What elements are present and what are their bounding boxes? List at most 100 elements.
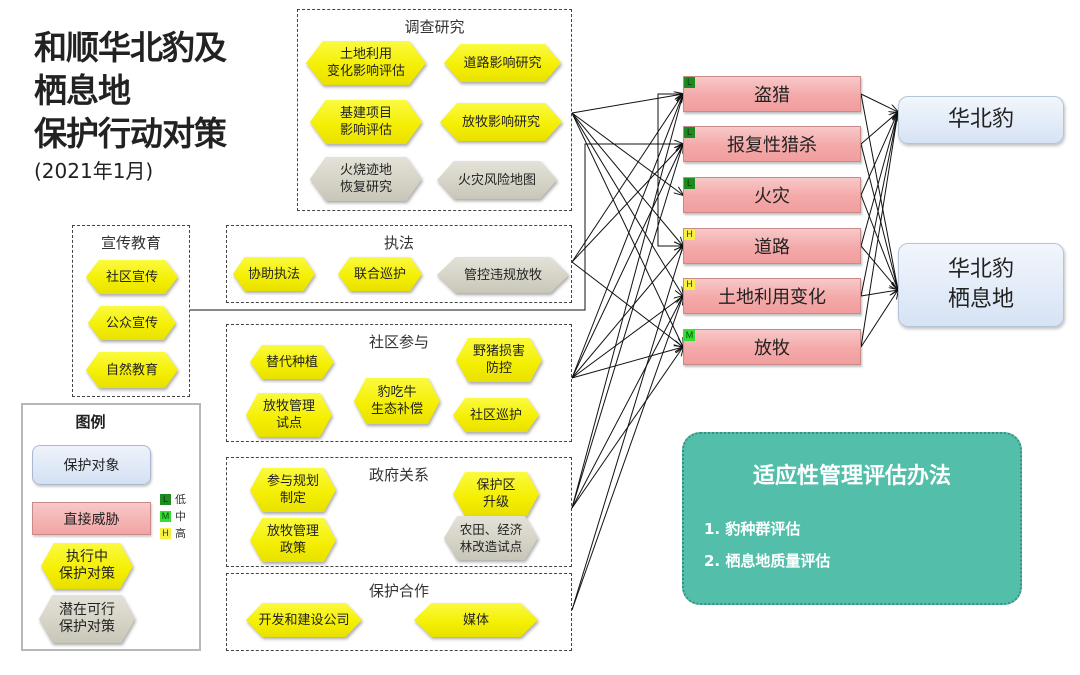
strategy-label: 基建项目 影响评估 (310, 100, 422, 144)
connector-community (571, 296, 683, 379)
connector-community (571, 94, 683, 379)
level-badge: M (160, 510, 171, 522)
strategy-label: 保护区 升级 (453, 472, 539, 516)
threat-label: 报复性猎杀 (727, 135, 817, 156)
legend-potential: 潜在可行 保护对策 (39, 595, 135, 643)
strategy-node[interactable]: 火烧迹地 恢复研究 (310, 157, 422, 201)
connector-threat-target (860, 93, 898, 290)
threat-node[interactable]: H 土地利用变化 (683, 278, 861, 314)
strategy-label: 管控违规放牧 (437, 257, 569, 293)
strategy-label: 豹吃牛 生态补偿 (354, 378, 440, 424)
strategy-label: 联合巡护 (338, 257, 422, 291)
strategy-label: 社区巡护 (453, 398, 539, 432)
level-badge: M (684, 330, 695, 341)
threat-label: 土地利用变化 (718, 287, 826, 308)
group-education: 宣传教育 (72, 225, 190, 397)
group-partnership: 保护合作 (226, 573, 572, 651)
strategy-node[interactable]: 管控违规放牧 (437, 257, 569, 293)
connector-research (571, 112, 683, 246)
strategy-node[interactable]: 开发和建设公司 (246, 603, 362, 637)
connector-research (571, 94, 683, 114)
title-line: 保护行动对策 (34, 114, 227, 153)
level-badge: L (684, 178, 695, 189)
connector-threat-target (860, 290, 898, 348)
connector-government (571, 94, 683, 509)
connector-enforcement (571, 144, 683, 263)
strategy-node[interactable]: 协助执法 (233, 257, 315, 291)
strategy-label: 自然教育 (86, 352, 178, 388)
connector-threat-target (860, 112, 898, 247)
connector-research (571, 112, 683, 296)
level-badge: H (684, 229, 695, 240)
connector-partnership (571, 246, 683, 611)
strategy-node[interactable]: 道路影响研究 (444, 44, 561, 82)
group-research: 调查研究 (297, 9, 572, 211)
group-enforcement: 执法 (226, 225, 572, 303)
threat-label: 盗猎 (754, 85, 790, 106)
level-badge: H (684, 279, 695, 290)
legend-title: 图例 (75, 413, 106, 431)
strategy-node[interactable]: 保护区 升级 (453, 472, 539, 516)
level-label: 高 (175, 527, 186, 540)
target-leopard[interactable]: 华北豹 (898, 96, 1064, 144)
threat-node[interactable]: M 放牧 (683, 329, 861, 365)
strategy-node[interactable]: 社区宣传 (86, 260, 178, 294)
legend-executing-label: 执行中 保护对策 (41, 543, 133, 589)
strategy-node[interactable]: 放牧影响研究 (440, 103, 562, 141)
threat-node[interactable]: L 报复性猎杀 (683, 126, 861, 162)
strategy-node[interactable]: 土地利用 变化影响评估 (306, 41, 426, 85)
strategy-node[interactable]: 基建项目 影响评估 (310, 100, 422, 144)
strategy-label: 替代种植 (250, 345, 334, 379)
legend-level-low: L 低 (160, 491, 186, 507)
strategy-node[interactable]: 豹吃牛 生态补偿 (354, 378, 440, 424)
connector-partnership (571, 296, 683, 611)
group-title: 宣传教育 (100, 234, 161, 252)
connector-education (190, 144, 683, 311)
strategy-node[interactable]: 火灾风险地图 (437, 161, 557, 199)
connector-threat-target (860, 194, 898, 290)
target-label: 华北豹 栖息地 (947, 257, 1014, 312)
strategy-node[interactable]: 公众宣传 (88, 306, 176, 340)
threat-node[interactable]: L 火灾 (683, 177, 861, 213)
strategy-label: 火灾风险地图 (437, 161, 557, 199)
strategy-node[interactable]: 自然教育 (86, 352, 178, 388)
threat-node[interactable]: L 盗猎 (683, 76, 861, 112)
level-badge: L (684, 77, 695, 88)
adaptive-item: 2. 栖息地质量评估 (704, 552, 831, 570)
strategy-label: 道路影响研究 (444, 44, 561, 82)
strategy-node[interactable]: 野猪损害 防控 (456, 338, 542, 382)
group-title: 执法 (383, 234, 414, 252)
connector-bracket (657, 93, 683, 246)
connector-threat-target (860, 143, 898, 290)
strategy-label: 参与规划 制定 (250, 468, 336, 512)
adaptive-item: 1. 豹种群评估 (704, 520, 801, 538)
strategy-node[interactable]: 联合巡护 (338, 257, 422, 291)
threat-node[interactable]: H 道路 (683, 228, 861, 264)
level-label: 低 (175, 493, 186, 506)
title-line: 和顺华北豹及 (34, 28, 227, 67)
strategy-label: 社区宣传 (86, 260, 178, 294)
strategy-node[interactable]: 社区巡护 (453, 398, 539, 432)
strategy-label: 公众宣传 (88, 306, 176, 340)
strategy-node[interactable]: 媒体 (414, 603, 538, 637)
strategy-label: 媒体 (414, 603, 538, 637)
group-title: 调查研究 (404, 18, 465, 36)
connector-threat-target (860, 245, 898, 290)
group-title: 社区参与 (368, 333, 429, 351)
target-habitat[interactable]: 华北豹 栖息地 (898, 243, 1064, 327)
strategy-node[interactable]: 农田、经济 林改造试点 (444, 516, 538, 560)
strategy-label: 放牧管理 试点 (246, 393, 332, 437)
strategy-label: 火烧迹地 恢复研究 (310, 157, 422, 201)
connector-community (571, 347, 683, 379)
connector-threat-target (860, 112, 898, 297)
strategy-node[interactable]: 放牧管理 政策 (250, 518, 336, 562)
strategy-node[interactable]: 参与规划 制定 (250, 468, 336, 512)
strategy-node[interactable]: 放牧管理 试点 (246, 393, 332, 437)
group-title: 政府关系 (368, 466, 429, 484)
legend-executing: 执行中 保护对策 (41, 543, 133, 589)
connector-enforcement (571, 261, 683, 347)
connector-enforcement (571, 94, 683, 263)
strategy-node[interactable]: 替代种植 (250, 345, 334, 379)
connector-threat-target (860, 93, 898, 112)
legend-level-mid: M 中 (160, 508, 186, 524)
